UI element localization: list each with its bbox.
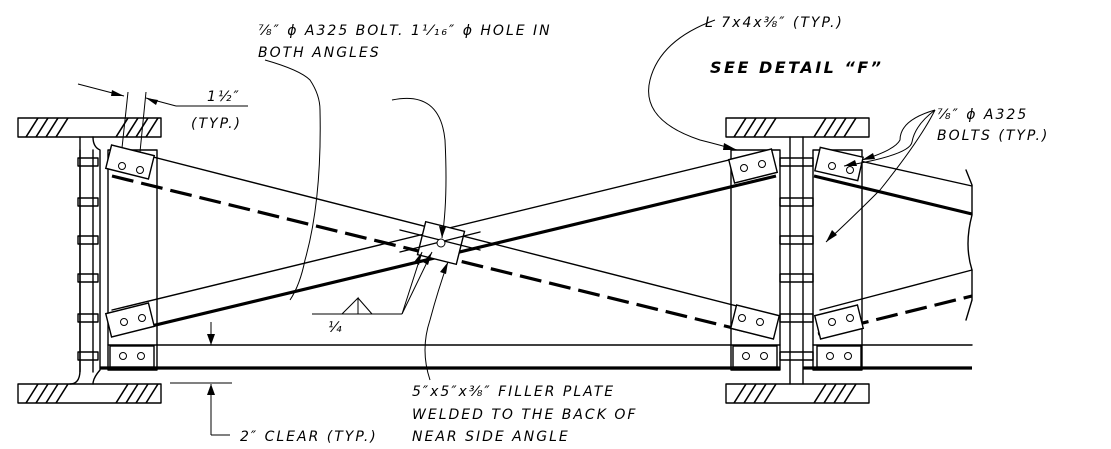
right-web-bolts <box>779 157 814 361</box>
diagonal-a-end-right <box>729 304 781 340</box>
left-connection-plate <box>107 149 158 371</box>
edge-dim-typ-label: (TYP.) <box>191 116 242 132</box>
left-girder <box>17 117 162 404</box>
right-bottom-flange <box>725 383 870 404</box>
left-top-flange <box>17 117 162 138</box>
diagonal-b-end-right <box>727 148 779 184</box>
right-top-flange <box>725 117 870 138</box>
weld-size-label: ¼ <box>328 320 344 336</box>
angle-size-label: L 7x4x⅜″ (TYP.) <box>705 15 844 31</box>
break-line <box>965 169 973 321</box>
center-crossing <box>399 220 481 266</box>
left-bottom-flange <box>17 383 162 404</box>
bolts-typ-leaders <box>825 109 936 243</box>
right-top-flange-hatch <box>733 117 857 138</box>
see-detail-label: SEE DETAIL “F” <box>710 58 883 77</box>
bottom-strut-angle <box>100 344 973 370</box>
bolt-note-line-1: ⅞″ ϕ A325 BOLT. 1¹⁄₁₆″ ϕ HOLE IN <box>258 23 552 39</box>
left-top-flange-hatch <box>25 117 159 138</box>
diagonal-b-end-left <box>104 302 156 338</box>
right-connection-plate-left <box>730 149 781 371</box>
clear-dimension <box>170 322 232 436</box>
right-connection-plate-right <box>812 149 863 371</box>
filler-note-line-3: NEAR SIDE ANGLE <box>412 429 570 445</box>
bolts-typ-line-2: BOLTS (TYP.) <box>937 128 1049 144</box>
left-bottom-flange-hatch <box>25 383 159 404</box>
right-girder <box>725 117 870 404</box>
left-web-inner <box>92 136 101 385</box>
bolt-note-leader <box>264 59 447 301</box>
filler-plate-leader <box>424 261 449 381</box>
filler-note-line-1: 5″x5″x⅜″ FILLER PLATE <box>412 384 615 400</box>
weld-symbol <box>312 251 433 315</box>
left-web-outer <box>69 136 81 385</box>
edge-dim-label: 1½″ <box>207 89 241 105</box>
bolt-note-line-2: BOTH ANGLES <box>258 45 381 61</box>
angle-size-leader <box>648 19 738 151</box>
bolts-typ-line-1: ⅞″ ϕ A325 <box>937 107 1028 123</box>
clear-dim-label: 2″ CLEAR (TYP.) <box>240 429 378 445</box>
edge-distance-dimension <box>77 83 248 153</box>
filler-note-line-2: WELDED TO THE BACK OF <box>412 407 637 423</box>
right-bottom-flange-hatch <box>733 383 857 404</box>
left-web-bolts <box>77 157 99 361</box>
right-bay-members <box>813 146 973 340</box>
